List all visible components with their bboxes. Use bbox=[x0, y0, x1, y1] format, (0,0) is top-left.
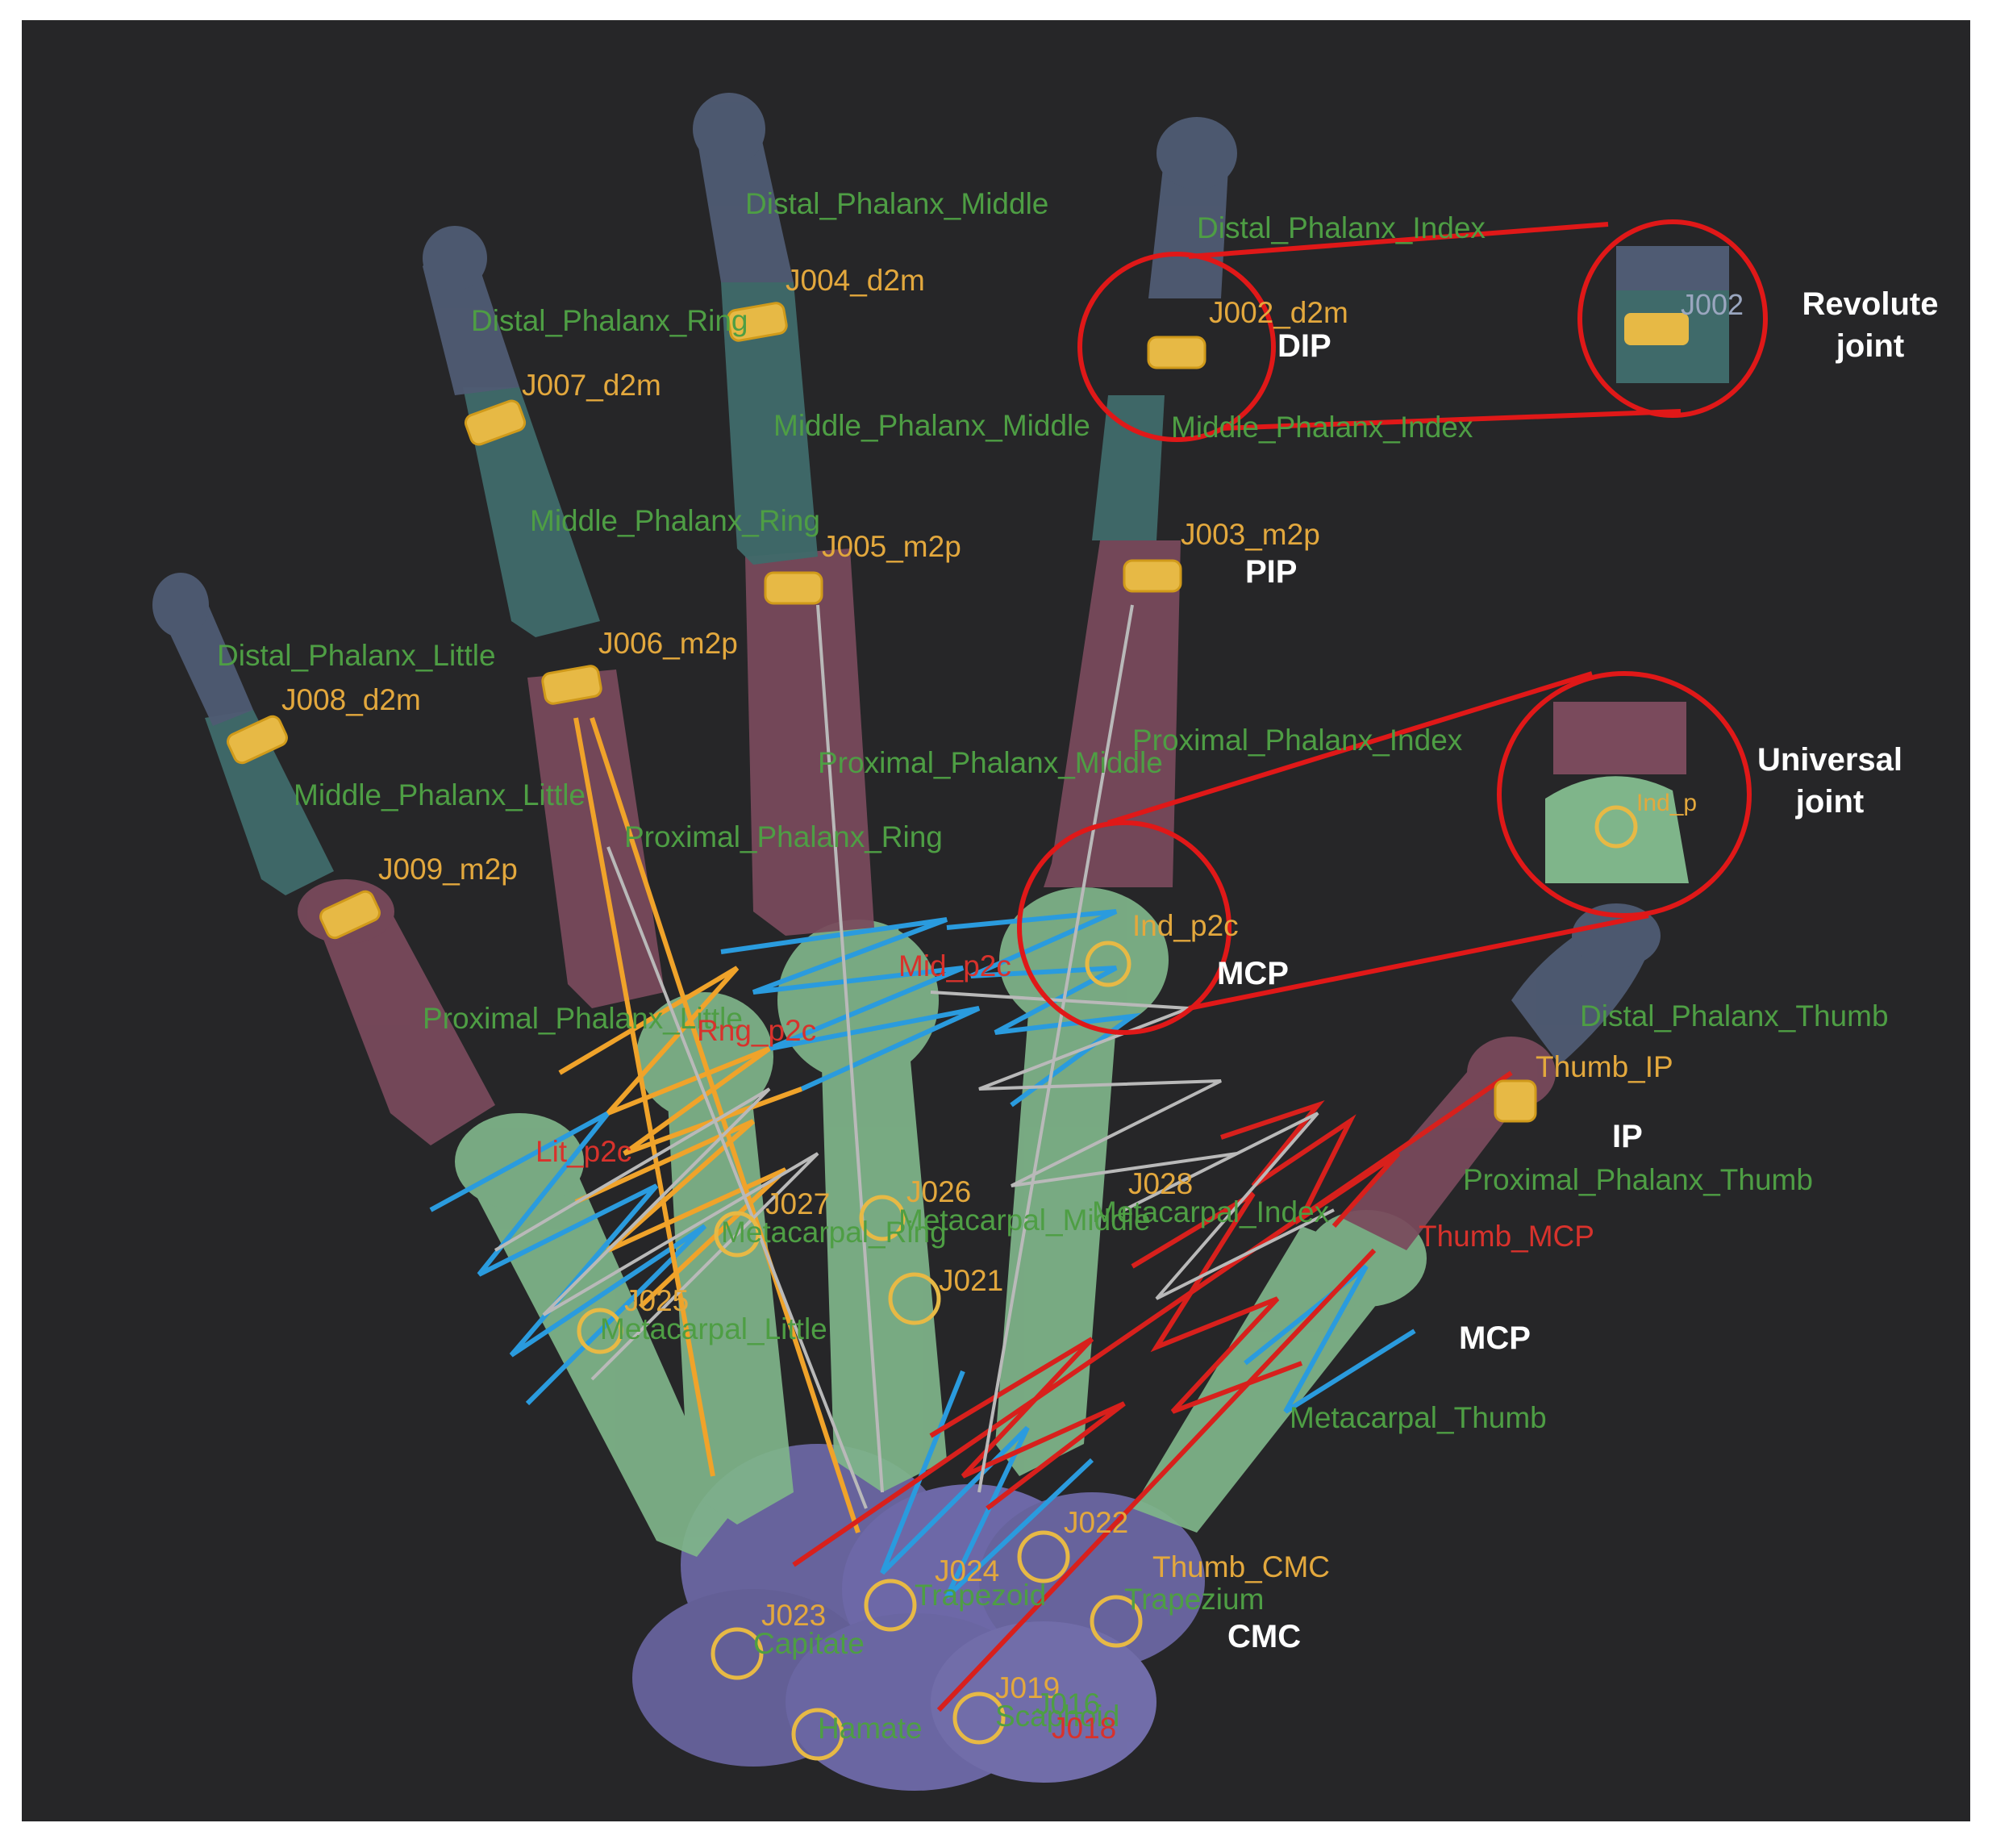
label-j024: J024 bbox=[935, 1554, 999, 1587]
callout-universal-circle bbox=[1497, 671, 1752, 918]
label-middle-ring: Middle_Phalanx_Ring bbox=[530, 504, 820, 537]
label-metacarpal-ring: Metacarpal_Ring bbox=[721, 1216, 947, 1249]
label-mcp-index: MCP bbox=[1217, 956, 1289, 991]
label-metacarpal-index: Metacarpal_Index bbox=[1092, 1195, 1330, 1229]
label-j-index-m2p: J003_m2p bbox=[1181, 518, 1320, 551]
callout-universal bbox=[1017, 671, 1752, 1035]
label-distal-little: Distal_Phalanx_Little bbox=[217, 639, 496, 672]
springs-white bbox=[494, 604, 1335, 1509]
label-j026: J026 bbox=[906, 1175, 971, 1208]
label-trapezium: Trapezium bbox=[1124, 1583, 1264, 1616]
joint-marker-ring-dip bbox=[727, 302, 788, 342]
universal-title-line2: joint bbox=[1795, 784, 1864, 820]
label-distal-thumb: Distal_Phalanx_Thumb bbox=[1580, 999, 1889, 1032]
callout-revolute-circle bbox=[1577, 219, 1768, 418]
label-thumb-ip: Thumb_IP bbox=[1536, 1050, 1673, 1083]
joint-marker-little-pip bbox=[319, 890, 381, 940]
carpal-bones bbox=[632, 1444, 1205, 1791]
label-j-ring-m2p: J006_m2p bbox=[598, 627, 738, 660]
label-dip: DIP bbox=[1277, 328, 1331, 364]
label-middle-little: Middle_Phalanx_Little bbox=[294, 778, 586, 811]
label-mcp-thumb: MCP bbox=[1459, 1320, 1531, 1356]
label-proximal-little: Proximal_Phalanx_Little bbox=[423, 1002, 743, 1035]
joint-label-layer: J004_d2m J002_d2m J007_d2m J008_d2m J005… bbox=[281, 264, 1673, 1745]
joint-marker-index-pip bbox=[1123, 559, 1182, 593]
label-metacarpal-middle: Metacarpal_Middle bbox=[898, 1203, 1151, 1237]
label-middle-middle: Middle_Phalanx_Middle bbox=[773, 409, 1090, 442]
label-pip: PIP bbox=[1245, 554, 1297, 590]
callout-dip-circle bbox=[1077, 252, 1276, 442]
label-metacarpal-thumb: Metacarpal_Thumb bbox=[1290, 1401, 1547, 1434]
anatomical-label-layer: DIP PIP MCP IP MCP CMC bbox=[1217, 328, 1643, 1654]
distal-phalanges bbox=[152, 93, 1661, 1065]
springs-orange bbox=[558, 717, 861, 1533]
springs-red bbox=[792, 1070, 1513, 1712]
label-j-middle-d2m: J004_d2m bbox=[786, 264, 925, 297]
label-j028: J028 bbox=[1128, 1167, 1193, 1200]
revolute-title-line2: joint bbox=[1836, 328, 1904, 364]
label-j025: J025 bbox=[624, 1284, 689, 1317]
revolute-joint-markers bbox=[227, 302, 1537, 1123]
joint-marker-little-dip bbox=[227, 715, 288, 765]
label-middle-index: Middle_Phalanx_Index bbox=[1171, 411, 1473, 444]
label-hamate: Hamate bbox=[818, 1712, 923, 1745]
universal-inset-tag: Ind_p bbox=[1636, 790, 1697, 816]
label-j-index-d2m: J002_d2m bbox=[1209, 296, 1348, 329]
label-distal-ring: Distal_Phalanx_Ring bbox=[471, 304, 748, 337]
label-thumb-mcp: Thumb_MCP bbox=[1419, 1220, 1594, 1253]
label-j-little-m2p: J009_m2p bbox=[378, 853, 518, 886]
label-distal-index: Distal_Phalanx_Index bbox=[1197, 211, 1486, 244]
label-j-middle-m2p: J005_m2p bbox=[822, 530, 961, 563]
label-j027: J027 bbox=[765, 1187, 830, 1220]
joint-marker-ring-pip bbox=[541, 665, 602, 705]
label-j023: J023 bbox=[761, 1599, 826, 1632]
label-proximal-ring: Proximal_Phalanx_Ring bbox=[624, 820, 943, 853]
label-j-ring-p2c: Rng_p2c bbox=[697, 1014, 816, 1047]
hand-model-scene: J002 Ind_p Distal_Phalanx_Middle Distal_… bbox=[152, 93, 1939, 1791]
label-thumb-cmc: Thumb_CMC bbox=[1152, 1550, 1330, 1583]
label-proximal-middle: Proximal_Phalanx_Middle bbox=[818, 746, 1163, 779]
joint-marker-index-dip bbox=[1147, 336, 1206, 369]
label-trapezoid: Trapezoid bbox=[915, 1579, 1046, 1612]
label-j-index-p2c: Ind_p2c bbox=[1132, 909, 1239, 942]
bone-label-layer: Distal_Phalanx_Middle Distal_Phalanx_Ind… bbox=[217, 187, 1889, 1745]
label-distal-middle: Distal_Phalanx_Middle bbox=[745, 187, 1048, 220]
label-j018: J018 bbox=[1052, 1712, 1116, 1745]
label-metacarpal-little: Metacarpal_Little bbox=[600, 1312, 827, 1345]
joint-marker-middle-pip bbox=[764, 571, 823, 605]
label-j022: J022 bbox=[1064, 1506, 1128, 1539]
callout-title-layer: Revolute joint Universal joint bbox=[1757, 286, 1939, 820]
joint-marker-thumb-ip bbox=[1494, 1079, 1537, 1123]
label-j-little-p2c: Lit_p2c bbox=[536, 1135, 631, 1168]
label-scaphoid: Scaphoid bbox=[995, 1700, 1119, 1733]
universal-joint-markers bbox=[577, 941, 1143, 1761]
label-j-little-d2m: J008_d2m bbox=[281, 683, 421, 716]
label-cmc-thumb: CMC bbox=[1227, 1619, 1301, 1654]
label-j019: J019 bbox=[995, 1671, 1060, 1704]
revolute-inset: J002 bbox=[1616, 246, 1744, 383]
universal-title-line1: Universal bbox=[1757, 742, 1902, 778]
label-proximal-thumb: Proximal_Phalanx_Thumb bbox=[1463, 1163, 1813, 1196]
label-proximal-index: Proximal_Phalanx_Index bbox=[1132, 724, 1463, 757]
revolute-title-line1: Revolute bbox=[1802, 286, 1939, 322]
label-j016: J016 bbox=[1036, 1687, 1100, 1721]
callout-mcp-circle bbox=[1017, 820, 1231, 1035]
revolute-inset-tag: J002 bbox=[1681, 288, 1744, 321]
callout-revolute bbox=[1077, 219, 1768, 442]
viewport-frame: J002 Ind_p Distal_Phalanx_Middle Distal_… bbox=[22, 20, 1970, 1821]
joint-marker-ring-dip bbox=[464, 399, 527, 446]
label-capitate: Capitate bbox=[753, 1627, 865, 1660]
label-j021: J021 bbox=[939, 1264, 1003, 1297]
label-j-middle-p2c: Mid_p2c bbox=[898, 949, 1011, 982]
label-ip-thumb: IP bbox=[1612, 1119, 1643, 1154]
label-j-ring-d2m: J007_d2m bbox=[522, 369, 661, 402]
universal-inset: Ind_p bbox=[1545, 702, 1697, 883]
